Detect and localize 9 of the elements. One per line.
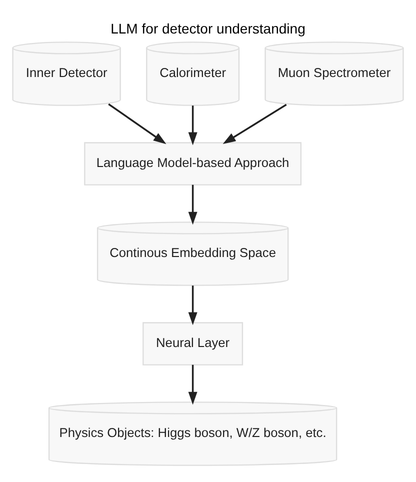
- arrow: [188, 285, 198, 325]
- arrow: [188, 364, 198, 404]
- node-box: Language Model-based Approach: [84, 142, 302, 185]
- node-box: Neural Layer: [142, 322, 244, 365]
- arrow: [188, 105, 198, 145]
- diagram-title: LLM for detector understanding: [110, 20, 306, 36]
- arrow: [188, 184, 198, 224]
- arrow: [108, 102, 166, 144]
- arrow: [222, 103, 287, 144]
